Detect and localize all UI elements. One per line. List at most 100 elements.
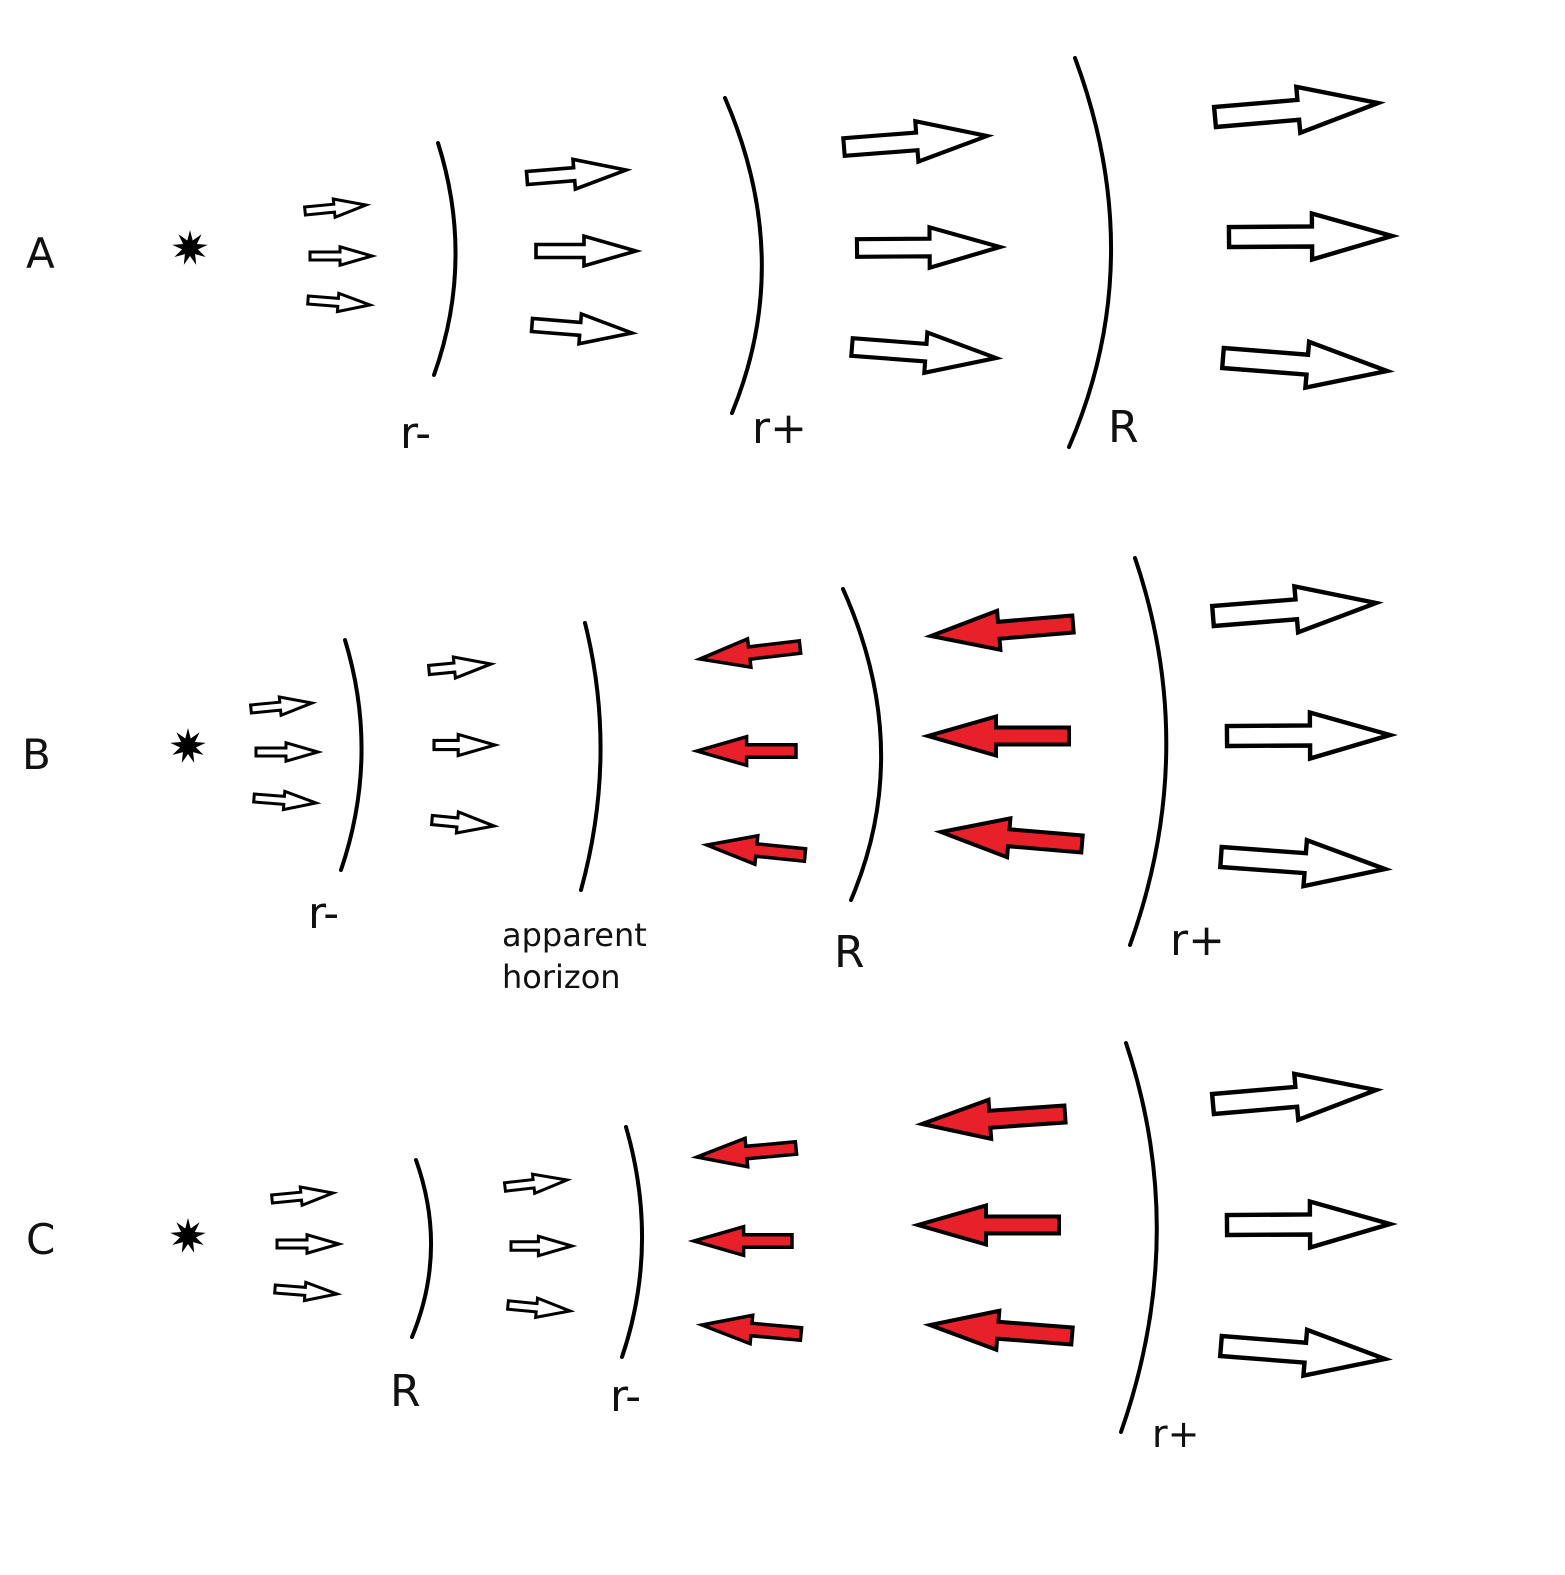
boundary-label: r+	[1170, 915, 1225, 966]
arrow-out	[254, 740, 324, 764]
outgoing-arrow-shape	[252, 789, 322, 812]
outgoing-arrow-shape	[849, 329, 1004, 376]
boundary-label: R	[1108, 402, 1139, 453]
arrow-out	[248, 695, 318, 718]
boundary-r-plus	[1128, 556, 1169, 947]
panel-label: A	[26, 229, 55, 278]
panel-label: B	[22, 730, 51, 779]
outgoing-arrow-shape	[841, 118, 995, 165]
outgoing-arrow-shape	[1211, 84, 1386, 136]
arrow-out	[841, 118, 995, 165]
outgoing-arrow-shape	[273, 1280, 343, 1303]
arrow-out	[524, 157, 633, 192]
starburst-icon	[170, 1218, 206, 1253]
arrow-out	[269, 1185, 339, 1208]
outgoing-arrow-shape	[269, 1185, 339, 1208]
arrow-out	[429, 809, 500, 835]
arrow-out	[275, 1232, 345, 1256]
boundary-R	[1067, 56, 1114, 449]
arrow-out	[1217, 837, 1393, 889]
arrow-out	[529, 311, 639, 347]
arrow-in	[690, 1135, 799, 1169]
ingoing-arrow-shape	[923, 607, 1076, 653]
starburst-icon	[170, 728, 206, 763]
outgoing-arrow-shape	[854, 224, 1008, 271]
outgoing-arrow-shape	[1224, 1198, 1398, 1251]
ingoing-arrow-shape	[693, 636, 803, 670]
ingoing-arrow-shape	[687, 1224, 794, 1258]
ingoing-arrow-shape	[922, 1308, 1075, 1353]
arrow-out	[854, 224, 1008, 271]
starburst-shape	[172, 230, 208, 265]
boundary-label: r+	[752, 403, 807, 454]
outgoing-arrow-shape	[502, 1172, 573, 1196]
outgoing-arrow-shape	[426, 655, 497, 681]
outgoing-arrow-shape	[1209, 583, 1384, 636]
arrow-out	[306, 291, 376, 314]
outgoing-arrow-shape	[529, 311, 639, 347]
outgoing-arrow-shape	[429, 809, 500, 835]
ingoing-arrow-shape	[690, 734, 798, 768]
arrow-in	[700, 833, 808, 867]
outgoing-arrow-shape	[254, 740, 324, 764]
panel-c: C R r- r+	[26, 1041, 1398, 1456]
outgoing-arrow-shape	[1217, 837, 1393, 889]
panel-label: C	[26, 1215, 55, 1264]
outgoing-arrow-shape	[275, 1232, 345, 1256]
arrow-in	[693, 636, 803, 670]
starburst-shape	[170, 1218, 206, 1253]
ingoing-arrow-shape	[933, 815, 1085, 861]
arrow-out	[273, 1280, 343, 1303]
arrow-out	[1224, 709, 1398, 762]
ingoing-arrow-shape	[700, 833, 808, 867]
arrow-out	[1219, 338, 1395, 391]
outgoing-arrow-shape	[1217, 1326, 1393, 1379]
arrow-in	[690, 734, 798, 768]
arrow-out	[432, 732, 501, 758]
boundary-label: r-	[308, 888, 339, 939]
outgoing-arrow-shape	[1209, 1071, 1384, 1123]
boundary-r-plus	[723, 96, 764, 415]
boundary-r-minus	[620, 1125, 644, 1359]
boundary-label: r+	[1152, 1412, 1199, 1456]
ingoing-arrow-shape	[695, 1313, 804, 1347]
arrow-out	[509, 1234, 578, 1258]
outgoing-arrow-shape	[509, 1234, 578, 1258]
boundary-apparent-horizon	[579, 621, 603, 892]
outgoing-arrow-shape	[432, 732, 501, 758]
arrow-out	[252, 789, 322, 812]
arrow-out	[426, 655, 497, 681]
arrow-in	[922, 1308, 1075, 1353]
boundary-label: R	[390, 1366, 421, 1417]
boundary-r-minus	[432, 141, 458, 377]
boundary-R	[841, 587, 884, 902]
arrow-out	[1217, 1326, 1393, 1379]
arrow-out	[1211, 84, 1386, 136]
arrow-out	[308, 244, 378, 268]
arrow-in	[923, 607, 1076, 653]
panel-a: A r- r+ R	[26, 56, 1400, 459]
boundary-label: R	[834, 927, 865, 978]
arrow-out	[849, 329, 1004, 376]
outgoing-arrow-shape	[302, 197, 372, 220]
arrow-in	[933, 815, 1085, 861]
apparent-horizon-label: horizon	[502, 958, 621, 996]
boundary-R	[410, 1158, 433, 1339]
outgoing-arrow-shape	[1226, 210, 1400, 263]
arrow-out	[505, 1295, 576, 1320]
arrow-out	[1226, 210, 1400, 263]
starburst-shape	[170, 728, 206, 763]
ingoing-arrow-shape	[690, 1135, 799, 1169]
arrow-out	[1209, 1071, 1384, 1123]
arrow-out	[534, 233, 643, 269]
starburst-icon	[172, 230, 208, 265]
arrow-in	[920, 713, 1071, 759]
outgoing-arrow-shape	[524, 157, 633, 192]
arrow-out	[502, 1172, 573, 1196]
arrow-in	[914, 1097, 1068, 1142]
panel-b: B r- R r+ apparent horizon	[22, 556, 1398, 996]
outgoing-arrow-shape	[308, 244, 378, 268]
ingoing-arrow-shape	[914, 1097, 1068, 1142]
apparent-horizon-label: apparent	[502, 916, 647, 954]
